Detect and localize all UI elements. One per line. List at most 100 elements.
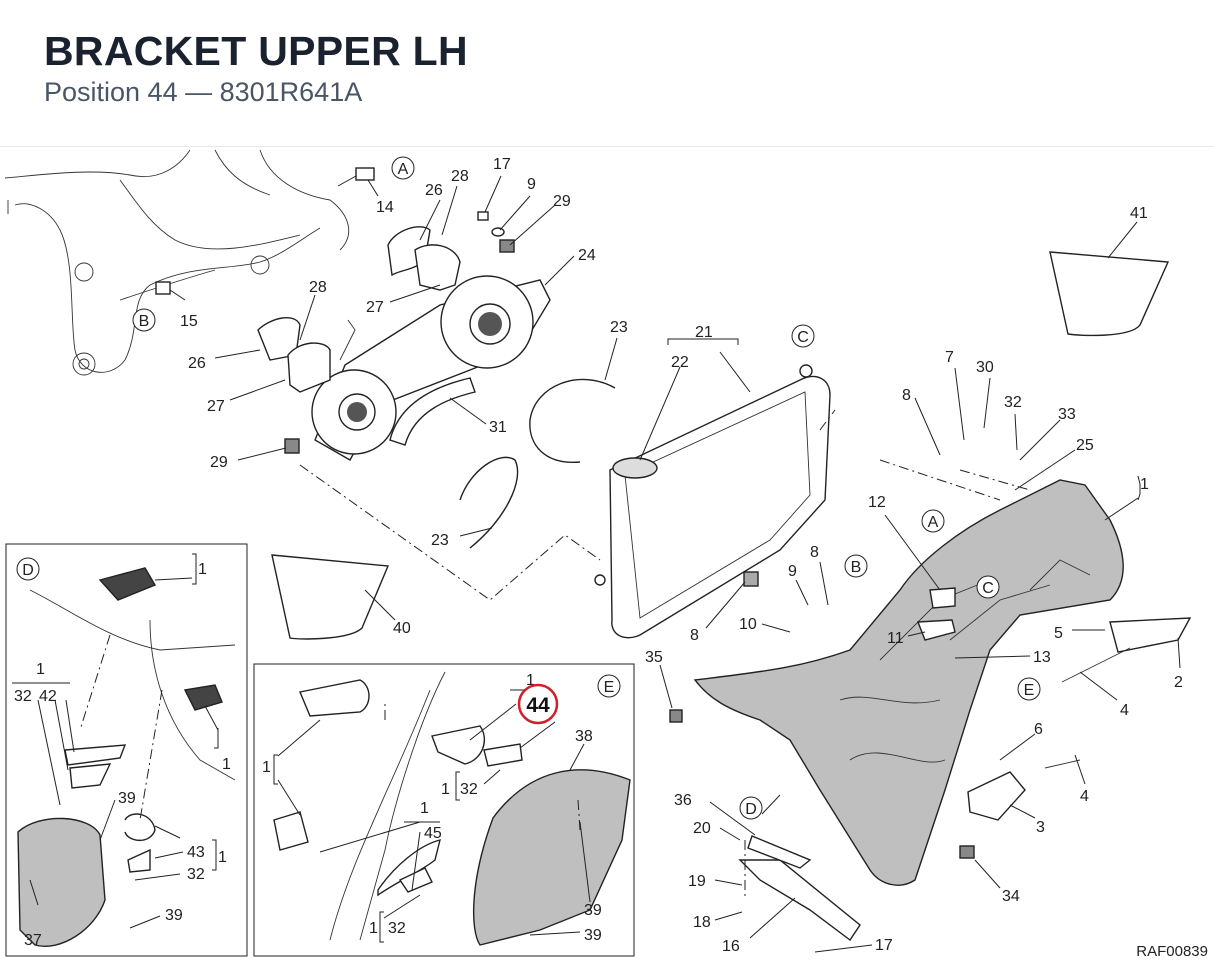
callout-e-45: 45	[424, 825, 442, 842]
callout-23b: 23	[431, 532, 449, 549]
callout-24: 24	[578, 247, 596, 264]
callout-d-1b: 1	[222, 756, 231, 773]
heat-shield-upper-drawing	[387, 226, 461, 291]
callout-17b: 17	[875, 937, 893, 954]
callout-16: 16	[722, 938, 740, 955]
callout-32: 32	[1004, 394, 1022, 411]
callout-e-1c: 1	[441, 781, 450, 798]
ref-a-fairing-label: A	[928, 514, 939, 531]
deflector-2-drawing	[1109, 617, 1192, 653]
callout-5: 5	[1054, 625, 1063, 642]
detail-e-drawing	[273, 671, 631, 946]
callout-d-39a: 39	[118, 790, 136, 807]
panel-41-drawing	[1049, 251, 1170, 337]
ref-a-top-icon	[391, 156, 415, 180]
fan-shroud-drawing	[311, 275, 551, 461]
ref-e-fairing-icon	[1017, 677, 1041, 701]
heat-shield-lower-drawing	[257, 317, 331, 393]
callout-4: 4	[1120, 702, 1129, 719]
deflector-3-drawing	[967, 771, 1026, 821]
highlight-position-44[interactable]: 44	[517, 683, 559, 725]
ref-e-fairing-label: E	[1024, 682, 1035, 699]
callout-3: 3	[1036, 819, 1045, 836]
fairing-main-drawing	[693, 479, 1124, 886]
callout-27: 27	[366, 299, 384, 316]
drawing-code: RAF00839	[1136, 943, 1208, 960]
connector-line-1	[299, 464, 601, 601]
callout-1: 1	[1140, 476, 1149, 493]
bolt-14-icon	[337, 167, 375, 187]
ref-c-fairing-icon	[976, 575, 1000, 599]
callout-e-1e: 1	[369, 920, 378, 937]
ref-b-fairing-icon	[844, 554, 868, 578]
connector-line-3	[819, 409, 836, 431]
callout-8b: 8	[810, 544, 819, 561]
detail-d-drawing	[17, 567, 236, 947]
callout-2: 2	[1174, 674, 1183, 691]
ref-d-box-label: D	[22, 562, 34, 579]
ref-d-fairing-label: D	[745, 801, 757, 818]
callout-40: 40	[393, 620, 411, 637]
callout-25: 25	[1076, 437, 1094, 454]
ref-c-radiator-icon	[791, 324, 815, 348]
callout-e-32b: 32	[388, 920, 406, 937]
callout-d-1d: 1	[218, 849, 227, 866]
ref-c-fairing-label: C	[982, 580, 994, 597]
exploded-parts-diagram: A B C A B C E D D E 14 15 26 28 17 9 29 …	[4, 149, 1208, 960]
callout-15: 15	[180, 313, 198, 330]
callout-36: 36	[674, 792, 692, 809]
connector-line-7	[577, 799, 581, 831]
page-subtitle: Position 44 — 8301R641A	[44, 77, 363, 107]
ref-d-fairing-icon	[739, 796, 763, 820]
frame-drawing	[4, 149, 350, 376]
callout-d-1a: 1	[198, 561, 207, 578]
callout-28: 28	[451, 168, 469, 185]
callout-35: 35	[645, 649, 663, 666]
connector-line-5	[139, 689, 163, 821]
ref-b-left-label: B	[139, 313, 150, 330]
callout-29: 29	[553, 193, 571, 210]
callout-11: 11	[887, 630, 904, 647]
callout-30: 30	[976, 359, 994, 376]
callout-d-39b: 39	[165, 907, 183, 924]
highlight-number: 44	[526, 694, 550, 717]
callout-21: 21	[695, 324, 713, 341]
callout-31: 31	[489, 419, 507, 436]
rod-4-lower-drawing	[1044, 759, 1081, 769]
rod-4-upper-drawing	[1061, 647, 1131, 683]
ref-b-left-icon	[132, 308, 156, 332]
nut-34-icon	[959, 845, 975, 859]
callout-e-1a: 1	[262, 759, 271, 776]
callout-9b: 9	[788, 563, 797, 580]
callout-d-32: 32	[14, 688, 32, 705]
callout-19: 19	[688, 873, 706, 890]
ref-a-top-label: A	[398, 161, 409, 178]
grommet-29-icon	[284, 438, 300, 454]
callout-29b: 29	[210, 454, 228, 471]
callout-8: 8	[902, 387, 911, 404]
callout-20: 20	[693, 820, 711, 837]
callout-17: 17	[493, 156, 511, 173]
grommet-8-icon	[743, 571, 759, 587]
reference-markers: A B C A B C E D D E	[16, 156, 1041, 820]
ref-d-box-icon	[16, 557, 40, 581]
ref-e-box-icon	[597, 674, 621, 698]
callout-4b: 4	[1080, 788, 1089, 805]
callout-e-39b: 39	[584, 927, 602, 944]
callout-d-43: 43	[187, 844, 205, 861]
connector-line-9	[959, 469, 1031, 491]
fastener-stack-top-icon	[477, 211, 515, 253]
callout-26b: 26	[188, 355, 206, 372]
callout-d-32b: 32	[187, 866, 205, 883]
ref-c-radiator-label: C	[797, 329, 809, 346]
callout-8c: 8	[690, 627, 699, 644]
page-header: BRACKET UPPER LH Position 44 — 8301R641A	[0, 0, 1214, 147]
callout-28b: 28	[309, 279, 327, 296]
callout-34: 34	[1002, 888, 1020, 905]
callout-7: 7	[945, 349, 954, 366]
ref-b-fairing-label: B	[851, 559, 862, 576]
callout-labels: 14 15 26 28 17 9 29 24 27 28 26 27 29 31…	[14, 156, 1183, 955]
callout-6: 6	[1034, 721, 1043, 738]
callout-e-32a: 32	[460, 781, 478, 798]
leader-lines	[12, 175, 1181, 953]
